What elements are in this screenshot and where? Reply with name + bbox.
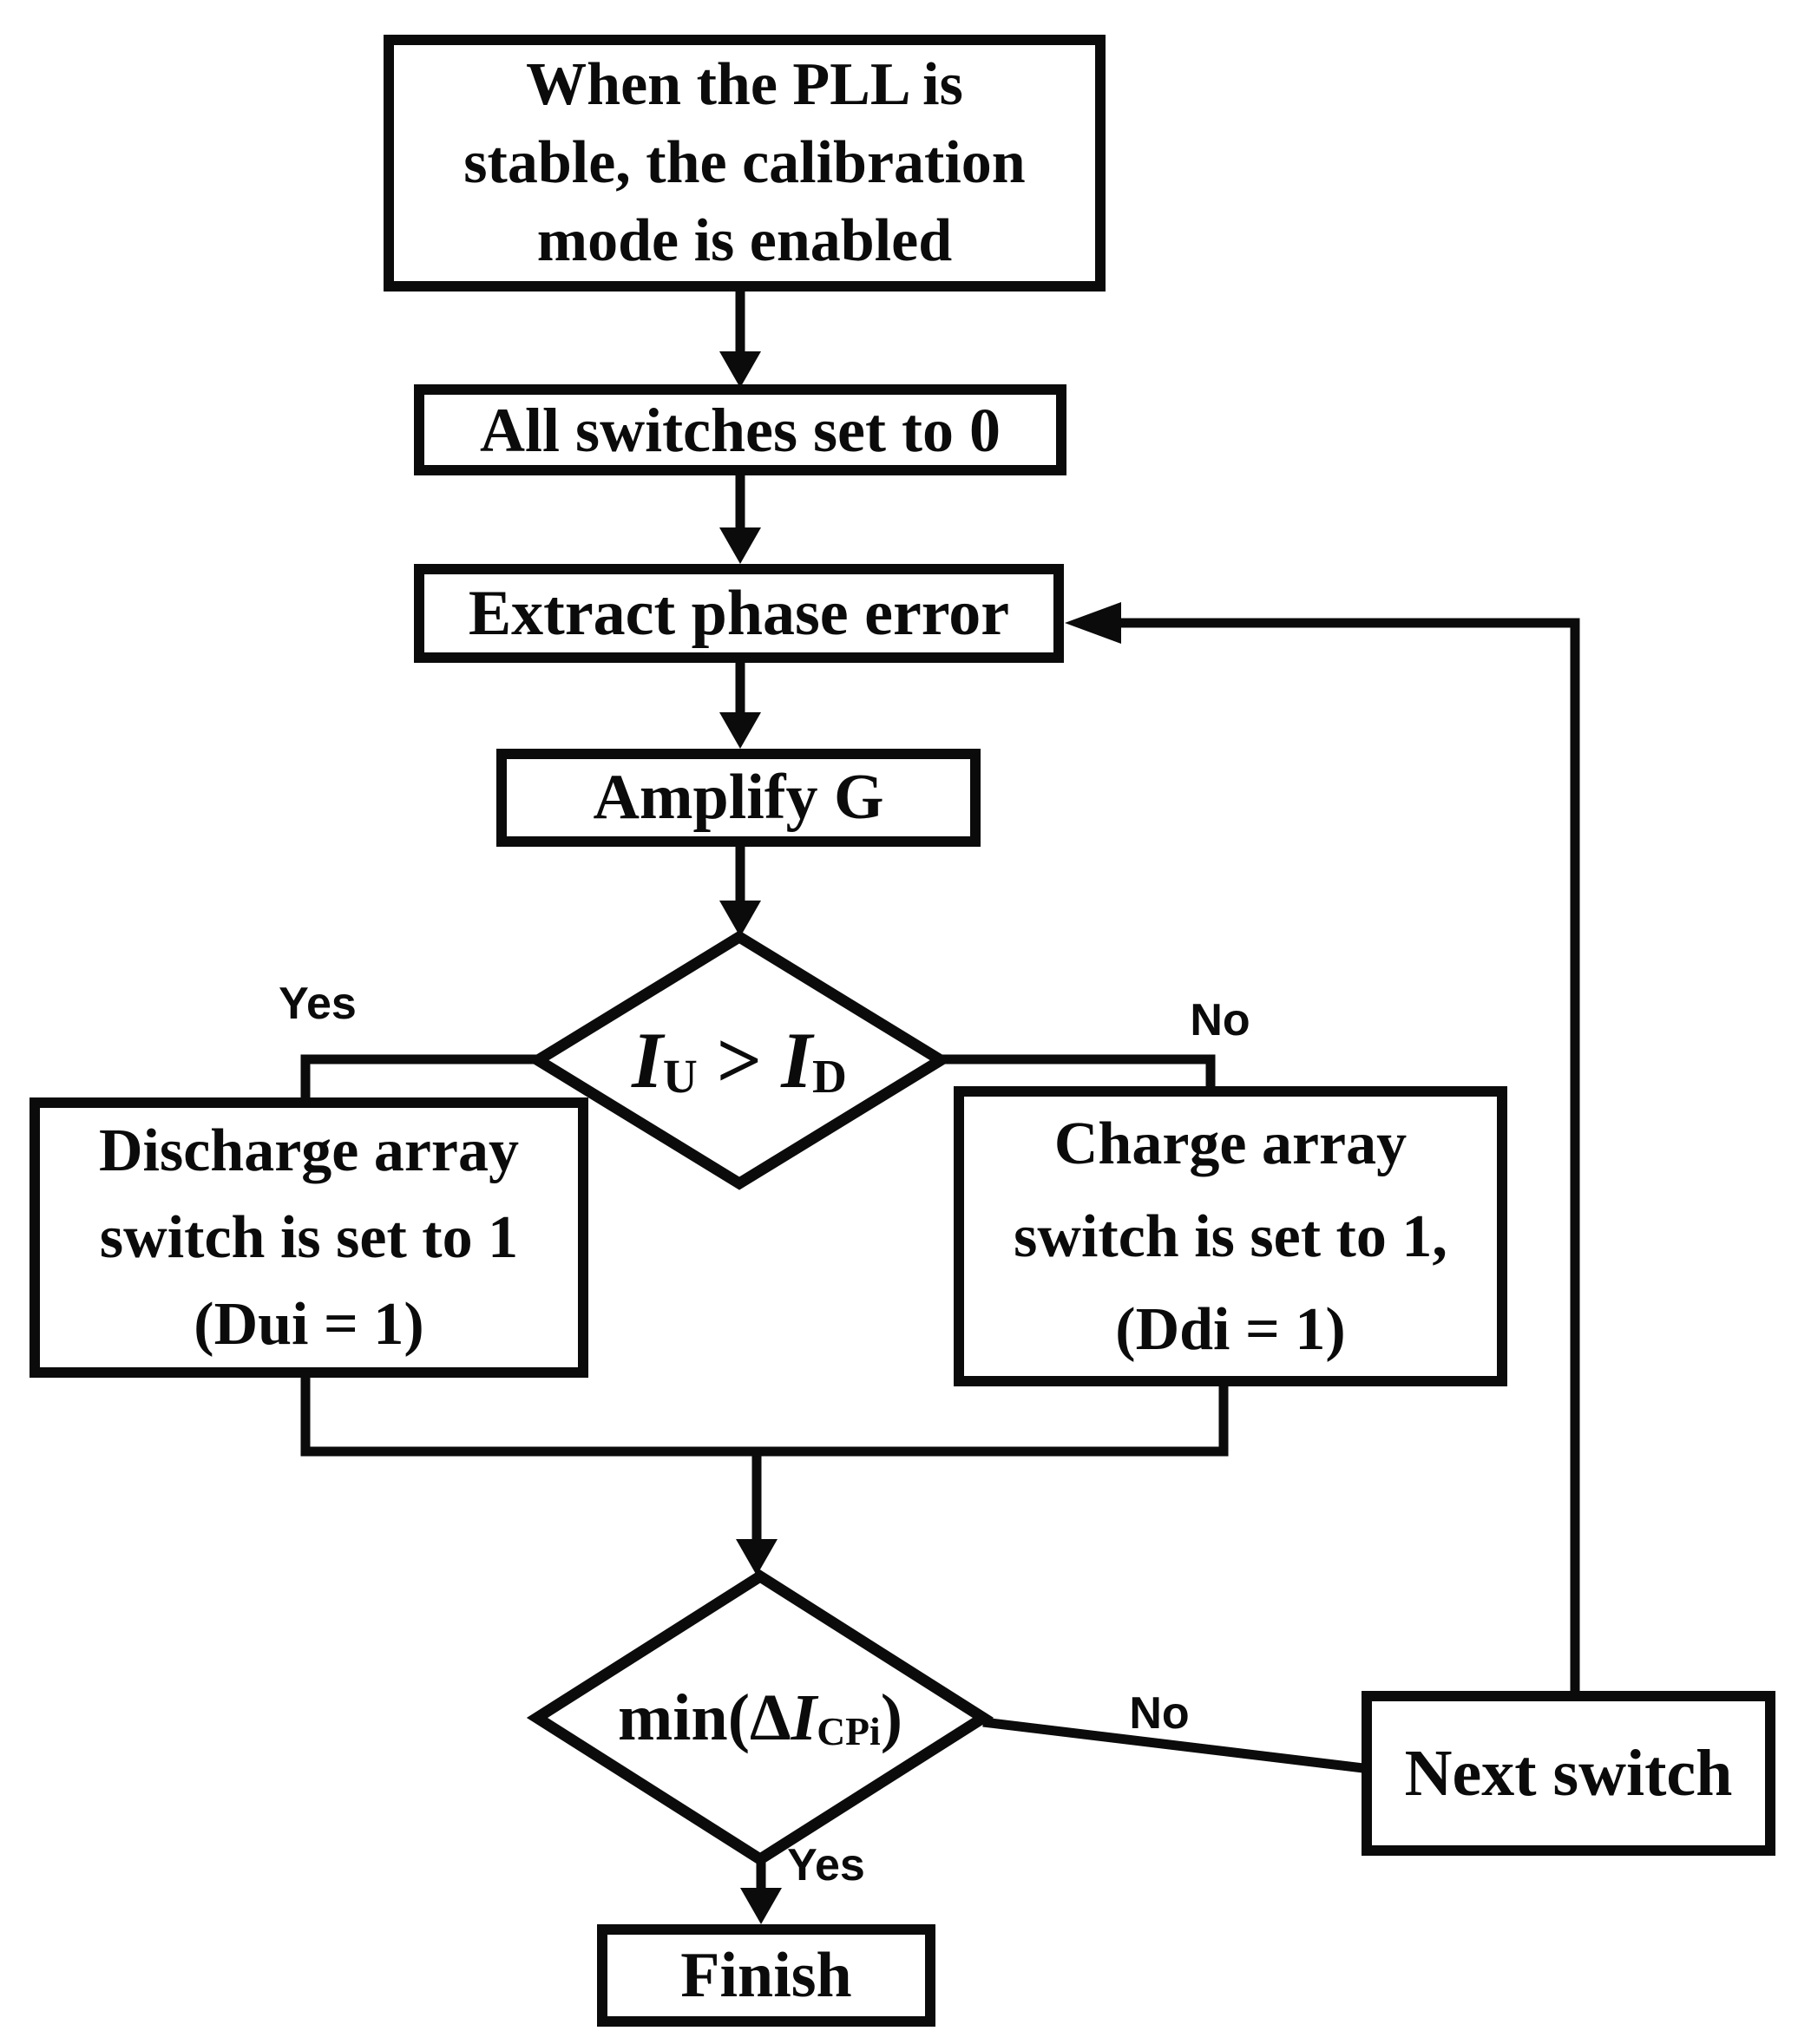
decision2-sub: CPi <box>817 1708 881 1753</box>
edge-label-decision1-yes: Yes <box>279 979 357 1029</box>
node-finish-label: Finish <box>680 1939 852 2011</box>
decision1-sub1: U <box>662 1049 698 1103</box>
node-pll-stable-line3: mode is enabled <box>536 207 953 274</box>
node-extract-phase-error: Extract phase error <box>414 564 1064 663</box>
node-amplify-g: Amplify G <box>496 749 981 847</box>
node-amplify-g-label: Amplify G <box>593 762 884 834</box>
edge-branch-merge <box>300 1376 1229 1457</box>
node-discharge-array: Discharge array switch is set to 1 (Dui … <box>30 1097 588 1378</box>
decision2-suffix: ) <box>880 1680 902 1754</box>
node-extract-phase-error-label: Extract phase error <box>468 577 1010 649</box>
edge-decision2-no <box>982 1717 1364 1773</box>
arrowhead-down-icon <box>719 527 761 564</box>
arrowhead-down-icon <box>736 1539 778 1576</box>
decision1-var1: I <box>632 1016 663 1104</box>
node-all-switches: All switches set to 0 <box>414 384 1066 475</box>
arrowhead-left-icon <box>1065 602 1121 644</box>
arrowhead-down-icon <box>719 901 761 937</box>
node-discharge-array-line3: (Dui = 1) <box>194 1290 424 1358</box>
decision2-diamond-shape <box>526 1569 994 1866</box>
decision1-operator: > <box>716 1016 763 1104</box>
arrowhead-down-icon <box>740 1888 782 1924</box>
node-charge-array-line3: (Ddi = 1) <box>1115 1295 1346 1363</box>
node-charge-array-line2: switch is set to 1, <box>1014 1202 1447 1270</box>
edge-decision1-no <box>941 1054 1216 1088</box>
node-next-switch: Next switch <box>1362 1691 1775 1856</box>
node-pll-stable-line1: When the PLL is <box>526 51 963 118</box>
node-next-switch-label: Next switch <box>1404 1736 1733 1810</box>
node-charge-array: Charge array switch is set to 1, (Ddi = … <box>954 1086 1507 1386</box>
edge-decision1-yes <box>300 1054 538 1099</box>
decision1-diamond-shape <box>527 930 952 1190</box>
edge-loop-back <box>1119 618 1580 1693</box>
decision1-var2: I <box>781 1016 813 1104</box>
edge-label-decision1-no: No <box>1190 995 1250 1045</box>
node-discharge-array-line2: switch is set to 1 <box>99 1203 519 1271</box>
node-pll-stable-line2: stable, the calibration <box>463 129 1026 196</box>
node-pll-stable: When the PLL is stable, the calibration … <box>384 35 1106 292</box>
edge-label-decision2-yes: Yes <box>787 1840 865 1890</box>
node-discharge-array-line1: Discharge array <box>98 1117 520 1184</box>
arrowhead-down-icon <box>719 351 761 388</box>
node-charge-array-line1: Charge array <box>1053 1110 1408 1177</box>
decision2-prefix: min(Δ <box>618 1680 791 1754</box>
decision1-sub2: D <box>812 1049 847 1103</box>
decision2-var: I <box>791 1680 817 1754</box>
node-finish: Finish <box>597 1924 935 2027</box>
arrowhead-down-icon <box>719 712 761 749</box>
node-all-switches-label: All switches set to 0 <box>480 395 1001 465</box>
edge-label-decision2-no: No <box>1129 1688 1190 1739</box>
